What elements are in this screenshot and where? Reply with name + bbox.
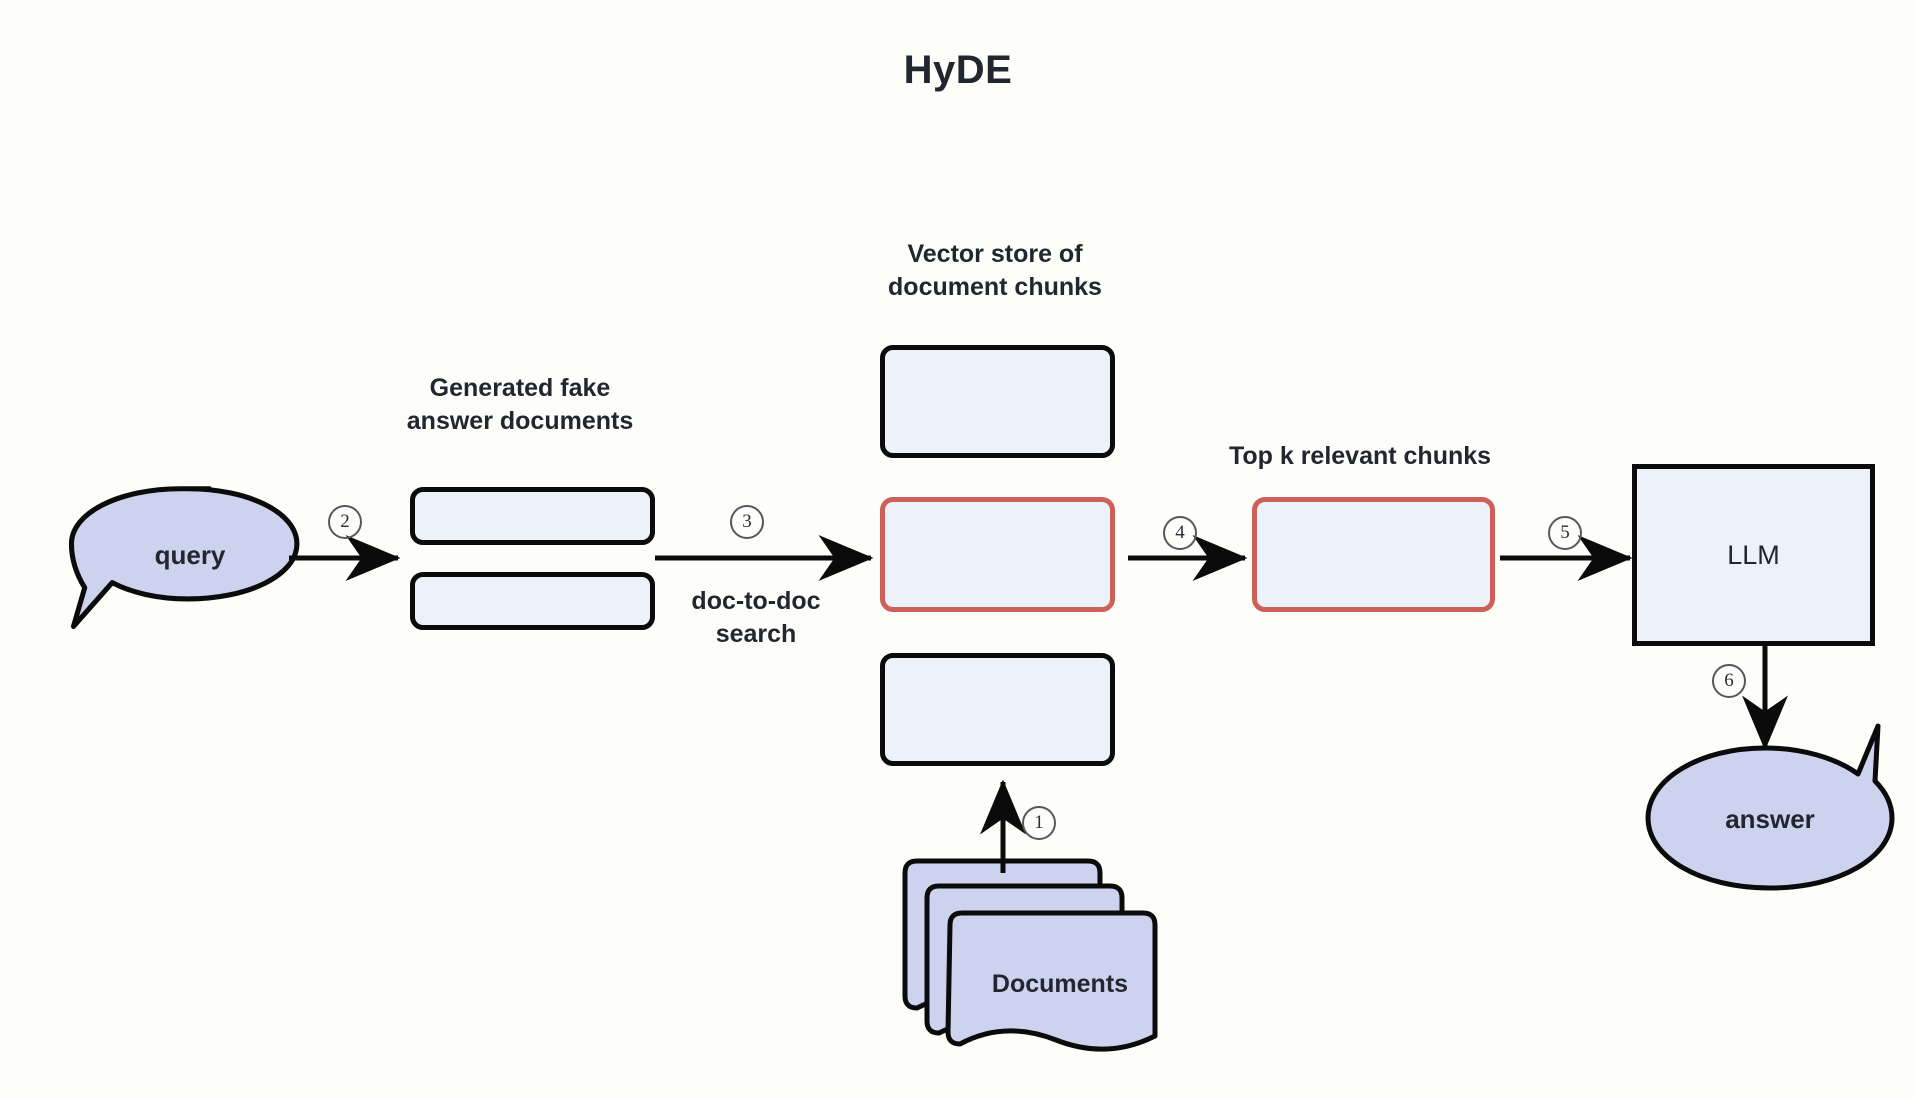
llm-label: LLM	[1727, 539, 1780, 570]
fake-doc-box-1[interactable]	[410, 487, 655, 545]
vector-chunk-box-3[interactable]	[880, 653, 1115, 766]
edge-3-label: doc-to-doc search	[691, 587, 821, 648]
step-badge-2: 2	[328, 505, 362, 539]
step-badge-4: 4	[1163, 516, 1197, 550]
fake-doc-box-2[interactable]	[410, 572, 655, 630]
vector-chunk-box-1[interactable]	[880, 345, 1115, 458]
top-k-chunk-box[interactable]	[1252, 497, 1495, 612]
step-badge-6: 6	[1712, 664, 1746, 698]
fake-docs-caption: Generated fake answer documents	[406, 374, 634, 435]
documents-stack	[902, 858, 1158, 1052]
page-title: HyDE	[903, 48, 1013, 92]
top-k-caption: Top k relevant chunks	[1228, 442, 1492, 470]
query-bubble	[68, 486, 300, 630]
step-badge-1: 1	[1022, 806, 1056, 840]
vector-store-caption: Vector store of document chunks	[888, 240, 1102, 301]
vector-chunk-box-2-highlighted[interactable]	[880, 497, 1115, 612]
llm-box[interactable]: LLM	[1632, 464, 1875, 646]
step-badge-3: 3	[730, 505, 764, 539]
answer-bubble	[1645, 723, 1895, 891]
step-badge-5: 5	[1548, 516, 1582, 550]
